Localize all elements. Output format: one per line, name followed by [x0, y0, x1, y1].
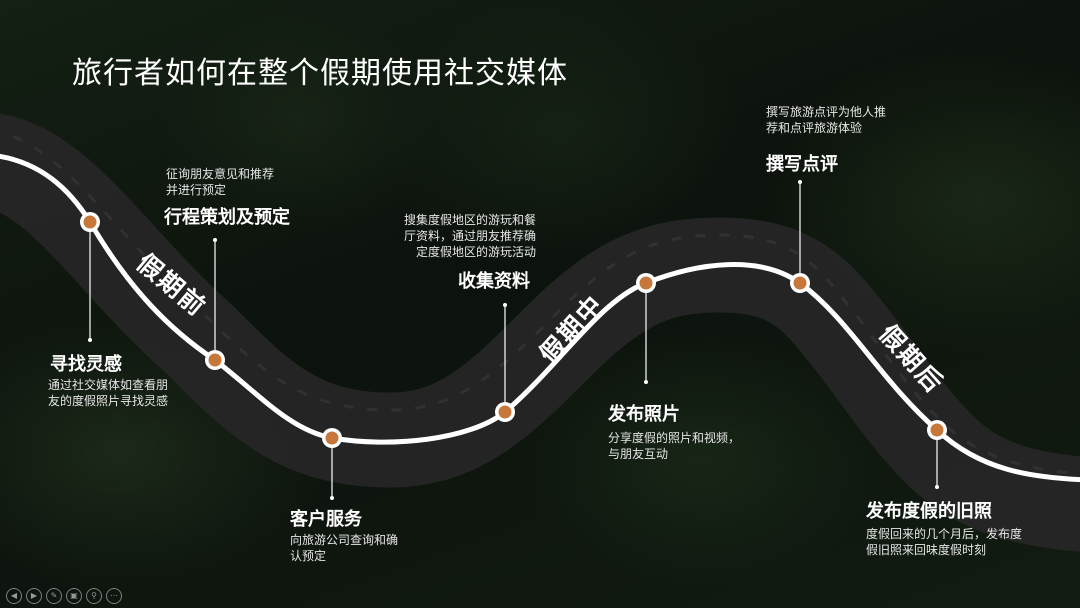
timeline-dot — [639, 276, 653, 290]
step-desc: 通过社交媒体如查看朋 友的度假照片寻找灵感 — [48, 377, 168, 409]
step-desc: 向旅游公司查询和确 认预定 — [290, 532, 398, 564]
connector-end — [503, 303, 507, 307]
step-title: 行程策划及预定 — [164, 207, 290, 228]
step-desc-line: 度假回来的几个月后，发布度 — [866, 527, 1023, 541]
step-desc: 征询朋友意见和推荐 并进行预定 — [166, 166, 274, 198]
step-desc-line: 向旅游公司查询和确 — [290, 533, 399, 547]
slides-icon[interactable]: ▣ — [66, 588, 82, 604]
step-desc: 撰写旅游点评为他人推 荐和点评旅游体验 — [766, 104, 886, 136]
timeline-dot — [930, 423, 944, 437]
step-title: 发布照片 — [608, 404, 680, 425]
road-edge — [0, 130, 1080, 476]
zoom-icon[interactable]: ⚲ — [86, 588, 102, 604]
step-desc-line: 撰写旅游点评为他人推 — [766, 105, 887, 119]
step-desc-line: 通过社交媒体如查看朋 — [48, 378, 169, 392]
timeline-dot — [83, 215, 97, 229]
step-desc-line: 并进行预定 — [166, 183, 227, 197]
step-title: 发布度假的旧照 — [866, 501, 992, 522]
presentation-toolbar: ◀ ▶ ✎ ▣ ⚲ ⋯ — [6, 588, 122, 604]
step-desc: 分享度假的照片和视频， 与朋友互动 — [608, 430, 740, 462]
step-desc-line: 分享度假的照片和视频， — [608, 431, 741, 445]
step-title: 客户服务 — [290, 509, 362, 530]
connector-end — [330, 496, 334, 500]
prev-icon[interactable]: ◀ — [6, 588, 22, 604]
step-desc-line: 友的度假照片寻找灵感 — [48, 394, 169, 408]
step-desc-line: 认预定 — [290, 549, 327, 563]
step-desc-line: 征询朋友意见和推荐 — [166, 167, 275, 181]
road-asphalt — [0, 113, 1080, 552]
step-desc-line: 荐和点评旅游体验 — [766, 121, 863, 135]
timeline-dot — [325, 431, 339, 445]
step-desc: 度假回来的几个月后，发布度 假旧照来回味度假时刻 — [866, 526, 1022, 558]
step-desc-line: 厅资料，通过朋友推荐确 — [403, 229, 536, 243]
pen-icon[interactable]: ✎ — [46, 588, 62, 604]
connector-end — [644, 380, 648, 384]
step-title: 撰写点评 — [766, 154, 838, 175]
connector-end — [935, 485, 939, 489]
step-desc-line: 与朋友互动 — [608, 447, 669, 461]
more-icon[interactable]: ⋯ — [106, 588, 122, 604]
step-desc-line: 定度假地区的游玩活动 — [415, 245, 536, 259]
connector-end — [798, 180, 802, 184]
connector-end — [213, 238, 217, 242]
step-title: 寻找灵感 — [50, 354, 122, 375]
step-desc-line: 假旧照来回味度假时刻 — [866, 543, 987, 557]
step-desc: 搜集度假地区的游玩和餐 厅资料，通过朋友推荐确 定度假地区的游玩活动 — [386, 212, 536, 260]
timeline-dot — [498, 405, 512, 419]
step-title: 收集资料 — [458, 271, 530, 292]
page-title: 旅行者如何在整个假期使用社交媒体 — [72, 56, 568, 91]
timeline-dot — [793, 276, 807, 290]
timeline-dot — [208, 353, 222, 367]
timeline-line — [0, 153, 1080, 483]
next-icon[interactable]: ▶ — [26, 588, 42, 604]
connector-end — [88, 338, 92, 342]
step-desc-line: 搜集度假地区的游玩和餐 — [403, 213, 536, 227]
